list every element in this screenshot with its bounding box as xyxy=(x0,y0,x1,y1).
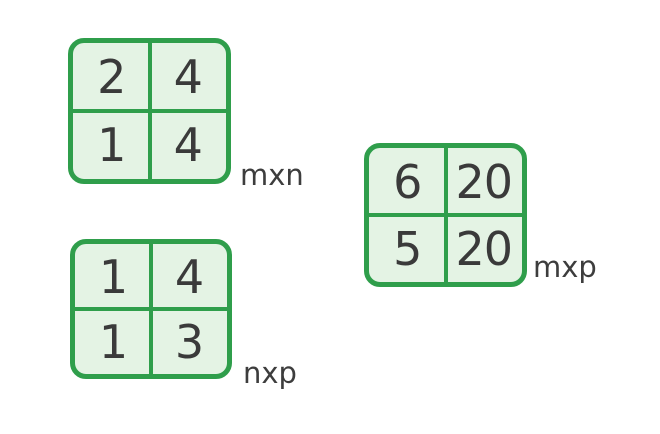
matrix-cell: 4 xyxy=(173,50,203,104)
matrix-cell: 6 xyxy=(393,154,422,209)
matrix-cell: 20 xyxy=(455,154,513,209)
matrix-cell: 4 xyxy=(173,118,203,172)
matrix-dimension-label-nxp: nxp xyxy=(243,356,297,390)
matrix-divider-horizontal xyxy=(73,109,226,113)
matrix-mxp: 6 20 5 20 xyxy=(364,143,527,287)
matrix-cells: 1 4 1 3 xyxy=(75,244,227,374)
matrix-cells: 2 4 1 4 xyxy=(73,43,226,179)
matrix-mxn: 2 4 1 4 xyxy=(68,38,231,184)
matrix-cell: 20 xyxy=(455,221,513,276)
matrix-cell: 3 xyxy=(174,314,204,369)
matrix-divider-horizontal xyxy=(369,213,522,217)
matrix-divider-horizontal xyxy=(75,307,227,311)
matrix-cell: 5 xyxy=(393,221,422,276)
matrix-cells: 6 20 5 20 xyxy=(369,148,522,282)
matrix-dimension-label-mxn: mxn xyxy=(240,158,304,192)
matrix-dimension-label-mxp: mxp xyxy=(533,250,597,284)
matrix-cell: 1 xyxy=(98,249,128,304)
matrix-nxp: 1 4 1 3 xyxy=(70,239,232,379)
matrix-cell: 1 xyxy=(98,314,128,369)
matrix-cell: 1 xyxy=(97,118,126,172)
matrix-cell: 4 xyxy=(174,249,204,304)
matrix-cell: 2 xyxy=(97,50,126,104)
